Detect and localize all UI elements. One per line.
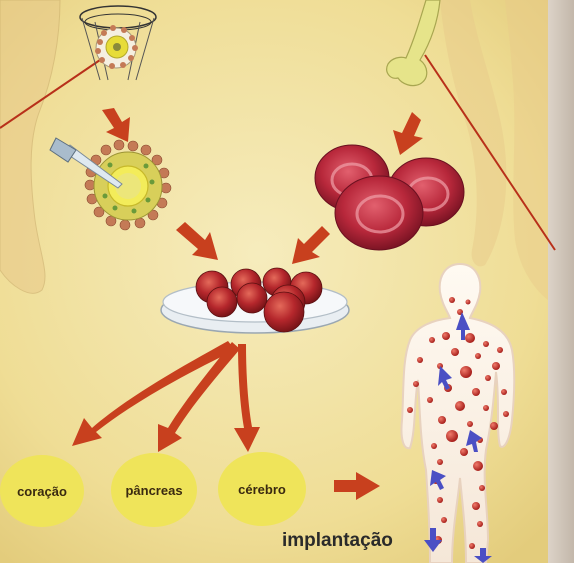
heart-label: coração	[0, 455, 84, 527]
pancreas-label-text: pâncreas	[125, 483, 182, 498]
heart-label-text: coração	[17, 484, 67, 499]
brain-label-text: cérebro	[238, 482, 286, 497]
implantation-caption: implantação	[282, 530, 393, 552]
pancreas-label: pâncreas	[111, 453, 197, 527]
brain-label: cérebro	[218, 452, 306, 526]
